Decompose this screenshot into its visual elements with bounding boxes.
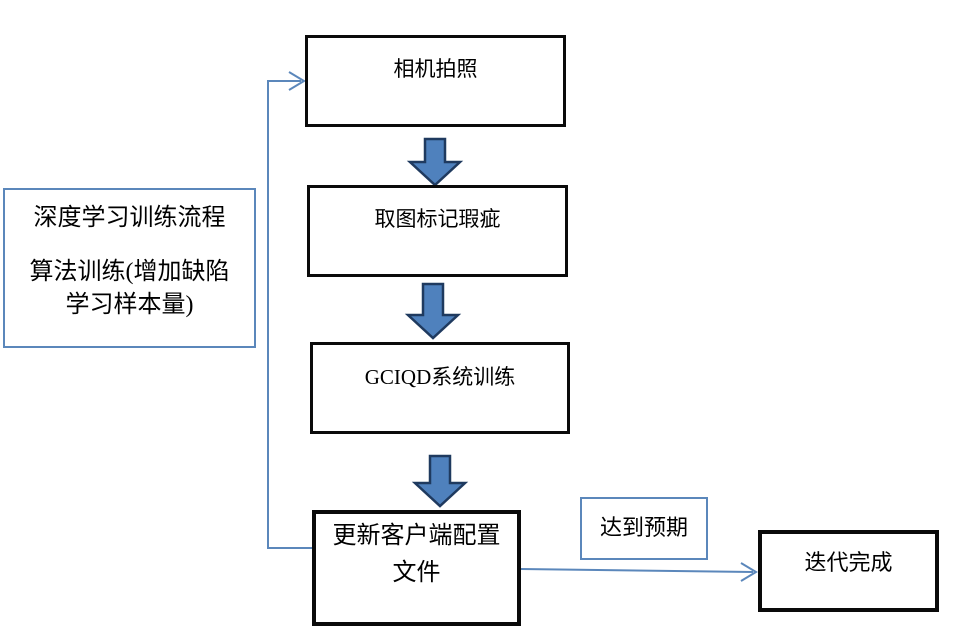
side-note-line-3: 学习样本量) [65,292,194,318]
block-arrow-camera-to-mark [406,137,464,187]
block-arrow-train-to-update [411,454,469,508]
side-note-line-1: 深度学习训练流程 [33,205,226,231]
node-update-config: 更新客户端配置 文件 [312,510,521,626]
node-system-training: GCIQD系统训练 [310,342,570,434]
edge-label-expectation-met: 达到预期 [580,497,708,560]
feedback-connector-line [267,80,312,549]
side-note-line-rest: 算法训练(增加缺陷 学习样本量) [5,256,254,322]
feedback-connector-arrowhead [288,71,306,91]
side-note-line-2: 算法训练(增加缺陷 [29,259,230,285]
update-to-done-arrowhead [740,562,758,582]
node-update-config-label-line-1: 更新客户端配置 [332,523,501,549]
node-camera-capture-label: 相机拍照 [393,57,478,81]
node-iteration-done-label: 迭代完成 [804,550,893,575]
block-arrow-mark-to-train [404,282,462,340]
node-system-training-label: GCIQD系统训练 [364,365,516,389]
node-update-config-label-line-2: 文件 [392,560,441,586]
update-to-done-line [520,568,754,573]
edge-label-expectation-met-text: 达到预期 [599,515,688,540]
node-camera-capture: 相机拍照 [305,35,566,127]
node-side-note: 深度学习训练流程 算法训练(增加缺陷 学习样本量) [3,188,256,348]
node-mark-defects-label: 取图标记瑕疵 [374,207,501,231]
node-iteration-done: 迭代完成 [758,530,939,612]
node-mark-defects: 取图标记瑕疵 [307,185,568,277]
